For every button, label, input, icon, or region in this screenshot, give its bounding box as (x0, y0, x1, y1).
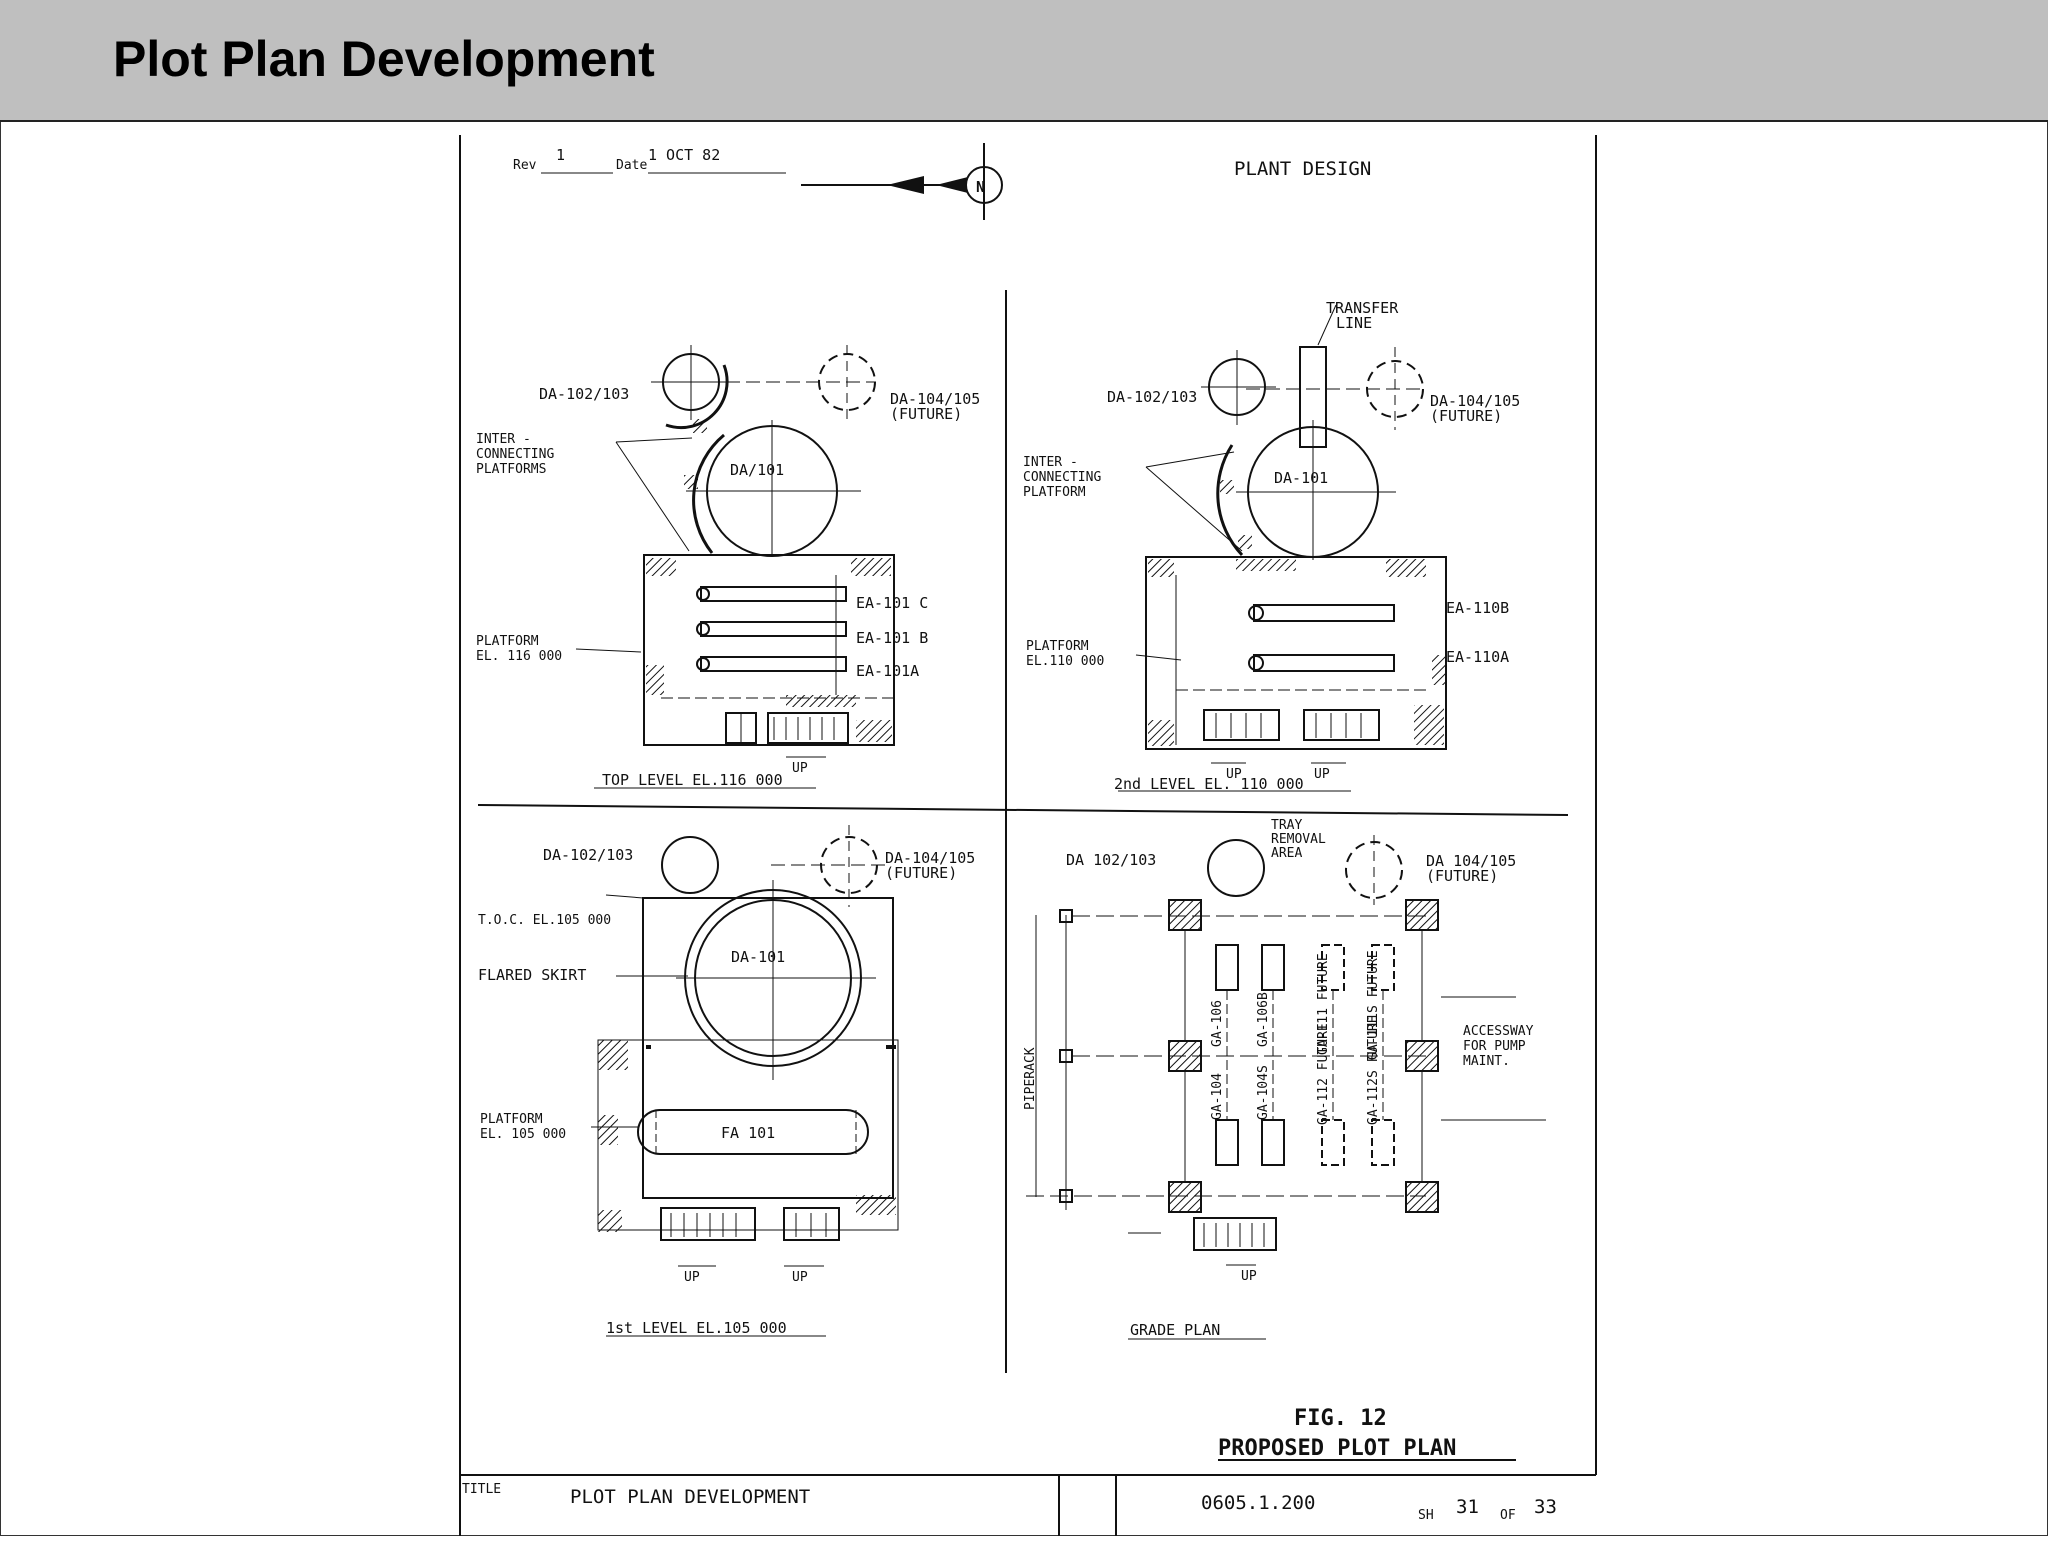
svg-text:PLATFORM: PLATFORM (1026, 639, 1089, 654)
svg-text:OF: OF (1500, 1508, 1516, 1523)
svg-text:PLATFORM: PLATFORM (1023, 485, 1086, 500)
svg-text:UP: UP (792, 761, 808, 776)
fig-label: FIG. 12 (1294, 1406, 1387, 1431)
sheet-number: 31 (1456, 1496, 1479, 1518)
svg-text:EA-101A: EA-101A (856, 662, 919, 680)
svg-text:GA-112S FUTURE: GA-112S FUTURE (1366, 1015, 1381, 1125)
svg-text:DA-101: DA-101 (1274, 469, 1328, 487)
svg-text:PLATFORMS: PLATFORMS (476, 462, 546, 477)
svg-text:DA-101: DA-101 (731, 948, 785, 966)
rev-value: 1 (556, 146, 565, 164)
svg-text:EA-110B: EA-110B (1446, 599, 1509, 617)
top-level-plan: DA-102/103 DA-104/105 (FUTURE) INTER - C… (476, 345, 980, 789)
svg-text:INTER -: INTER - (476, 432, 531, 447)
date-label: Date (616, 158, 647, 173)
svg-text:AREA: AREA (1271, 846, 1302, 861)
rev-label: Rev (513, 158, 537, 173)
svg-text:DA-104/105: DA-104/105 (890, 390, 980, 408)
svg-text:REMOVAL: REMOVAL (1271, 832, 1326, 847)
svg-text:TRANSFER: TRANSFER (1326, 299, 1399, 317)
plot-plan-drawing: Rev 1 Date 1 OCT 82 N PLANT DESIGN (459, 135, 1597, 1536)
sheet-total: 33 (1534, 1496, 1557, 1518)
drawing-number: 0605.1.200 (1201, 1492, 1315, 1514)
fig-title: PROPOSED PLOT PLAN (1218, 1436, 1456, 1461)
svg-text:MAINT.: MAINT. (1463, 1054, 1510, 1069)
svg-text:INTER -: INTER - (1023, 455, 1078, 470)
title-value: PLOT PLAN DEVELOPMENT (570, 1486, 810, 1508)
svg-text:PLATFORM: PLATFORM (480, 1112, 543, 1127)
svg-text:EL.110 000: EL.110 000 (1026, 654, 1104, 669)
svg-text:PIPERACK: PIPERACK (1023, 1047, 1038, 1110)
svg-text:GA-106B: GA-106B (1256, 992, 1271, 1047)
second-level-plan: TRANSFER LINE DA-102/103 DA-104/105 (FUT… (1023, 299, 1520, 793)
svg-text:SH: SH (1418, 1508, 1434, 1523)
svg-text:UP: UP (1226, 767, 1242, 782)
svg-text:EL. 116 000: EL. 116 000 (476, 649, 562, 664)
svg-text:CONNECTING: CONNECTING (1023, 470, 1101, 485)
svg-text:FLARED SKIRT: FLARED SKIRT (478, 966, 586, 984)
date-value: 1 OCT 82 (648, 146, 720, 164)
grade-plan: DA 102/103 DA 104/105 (FUTURE) TRAY REMO… (1023, 818, 1546, 1340)
svg-text:DA-102/103: DA-102/103 (543, 846, 633, 864)
company-label: PLANT DESIGN (1234, 158, 1371, 180)
svg-text:DA-102/103: DA-102/103 (1107, 388, 1197, 406)
first-level-caption: 1st LEVEL EL.105 000 (606, 1319, 787, 1337)
svg-text:UP: UP (1314, 767, 1330, 782)
revision-block: Rev 1 Date 1 OCT 82 (513, 146, 786, 174)
first-level-plan: DA-102/103 DA-104/105 (FUTURE) T.O.C. EL… (478, 825, 975, 1337)
slide-title: Plot Plan Development (113, 31, 655, 87)
svg-text:DA-102/103: DA-102/103 (539, 385, 629, 403)
svg-text:EL. 105 000: EL. 105 000 (480, 1127, 566, 1142)
svg-text:GA-112 FUTURE: GA-112 FUTURE (1316, 1023, 1331, 1125)
drawing-sheet: Rev 1 Date 1 OCT 82 N PLANT DESIGN (456, 135, 1598, 1536)
svg-text:EA-110A: EA-110A (1446, 648, 1509, 666)
svg-text:GA-111S FUTURE: GA-111S FUTURE (1366, 950, 1381, 1060)
svg-text:(FUTURE): (FUTURE) (1426, 867, 1498, 885)
svg-text:PLATFORM: PLATFORM (476, 634, 539, 649)
slide-header: Plot Plan Development (0, 0, 2048, 122)
top-level-caption: TOP LEVEL EL.116 000 (602, 771, 783, 789)
svg-text:(FUTURE): (FUTURE) (890, 405, 962, 423)
svg-text:TRAY: TRAY (1271, 818, 1302, 833)
title-block: TITLE PLOT PLAN DEVELOPMENT 0605.1.200 S… (460, 1474, 1596, 1536)
svg-text:DA/101: DA/101 (730, 461, 784, 479)
second-level-caption: 2nd LEVEL EL. 110 000 (1114, 775, 1304, 793)
svg-text:GA-104: GA-104 (1210, 1073, 1225, 1120)
svg-text:GA-111 FUTURE: GA-111 FUTURE (1316, 953, 1331, 1055)
svg-text:GA-106: GA-106 (1210, 1000, 1225, 1047)
svg-text:EA-101 B: EA-101 B (856, 629, 928, 647)
svg-text:GA-104S: GA-104S (1256, 1065, 1271, 1120)
svg-text:(FUTURE): (FUTURE) (1430, 407, 1502, 425)
svg-text:CONNECTING: CONNECTING (476, 447, 554, 462)
svg-text:UP: UP (1241, 1269, 1257, 1284)
svg-text:ACCESSWAY: ACCESSWAY (1463, 1024, 1534, 1039)
svg-text:FOR PUMP: FOR PUMP (1463, 1039, 1526, 1054)
svg-text:DA-104/105: DA-104/105 (885, 849, 975, 867)
svg-text:N: N (976, 178, 985, 196)
svg-text:T.O.C. EL.105 000: T.O.C. EL.105 000 (478, 913, 611, 928)
grade-plan-caption: GRADE PLAN (1130, 1321, 1220, 1339)
svg-text:DA 102/103: DA 102/103 (1066, 851, 1156, 869)
north-arrow-icon: N (801, 143, 1003, 220)
svg-text:LINE: LINE (1336, 314, 1372, 332)
svg-text:UP: UP (792, 1270, 808, 1285)
horizontal-divider (477, 804, 1569, 816)
svg-text:(FUTURE): (FUTURE) (885, 864, 957, 882)
svg-text:UP: UP (684, 1270, 700, 1285)
title-label: TITLE (462, 1482, 501, 1497)
svg-text:FA 101: FA 101 (721, 1124, 775, 1142)
svg-text:DA-104/105: DA-104/105 (1430, 392, 1520, 410)
svg-text:DA 104/105: DA 104/105 (1426, 852, 1516, 870)
svg-text:EA-101 C: EA-101 C (856, 594, 928, 612)
